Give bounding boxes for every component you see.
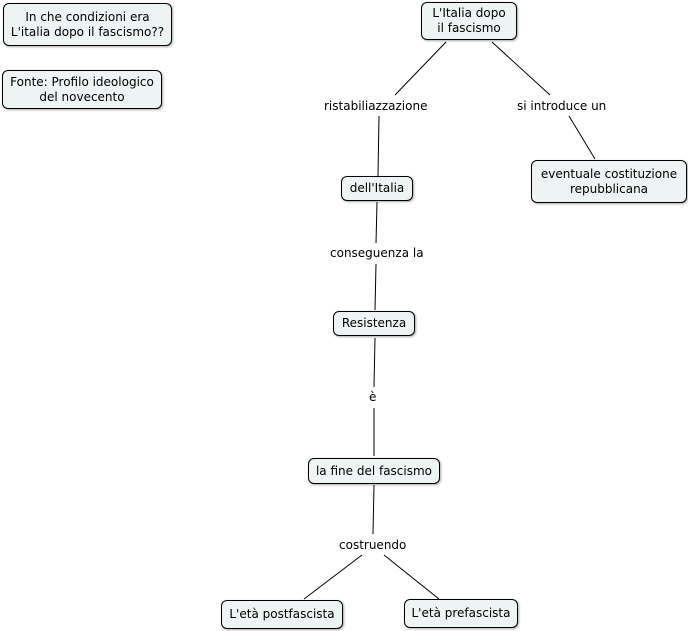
postfascist-node[interactable]: L'età postfascista xyxy=(221,600,343,629)
connector-line xyxy=(375,201,378,244)
resistance-node[interactable]: Resistenza xyxy=(333,311,415,336)
question-node[interactable]: In che condizioni era L'italia dopo il f… xyxy=(3,3,172,46)
source-text: Fonte: Profilo ideologico del novecento xyxy=(10,74,154,104)
postfascist-text: L'età postfascista xyxy=(229,607,335,621)
connector-line xyxy=(372,484,375,535)
link-label-is: è xyxy=(367,390,379,404)
root-text: L'Italia dopo il fascismo xyxy=(432,6,506,35)
prefascist-text: L'età prefascista xyxy=(411,606,511,620)
connector-line xyxy=(383,554,440,600)
link-label-restore: ristabiliazzazione xyxy=(322,99,430,113)
link-label-building: costruendo xyxy=(337,538,409,552)
constitution-node[interactable]: eventuale costituzione repubblicana xyxy=(531,160,687,203)
end-fascism-text: la fine del fascismo xyxy=(315,463,433,478)
italy-node[interactable]: dell'Italia xyxy=(341,176,413,201)
connector-line xyxy=(303,554,363,600)
connector-line xyxy=(568,115,596,160)
end-fascism-node[interactable]: la fine del fascismo xyxy=(308,458,440,484)
question-text: In che condizioni era L'italia dopo il f… xyxy=(10,9,165,39)
connector-line xyxy=(491,41,551,96)
connector-line xyxy=(373,337,376,388)
connector-line xyxy=(394,41,447,96)
connector-line xyxy=(377,115,380,177)
link-label-introduce: si introduce un xyxy=(515,99,609,113)
italy-text: dell'Italia xyxy=(349,181,405,195)
resistance-text: Resistenza xyxy=(341,316,407,330)
constitution-text: eventuale costituzione repubblicana xyxy=(540,166,678,196)
link-label-consequence: conseguenza la xyxy=(328,246,426,260)
source-node[interactable]: Fonte: Profilo ideologico del novecento xyxy=(2,70,162,109)
prefascist-node[interactable]: L'età prefascista xyxy=(404,599,518,628)
root-node[interactable]: L'Italia dopo il fascismo xyxy=(421,2,517,40)
connector-line xyxy=(374,263,377,311)
